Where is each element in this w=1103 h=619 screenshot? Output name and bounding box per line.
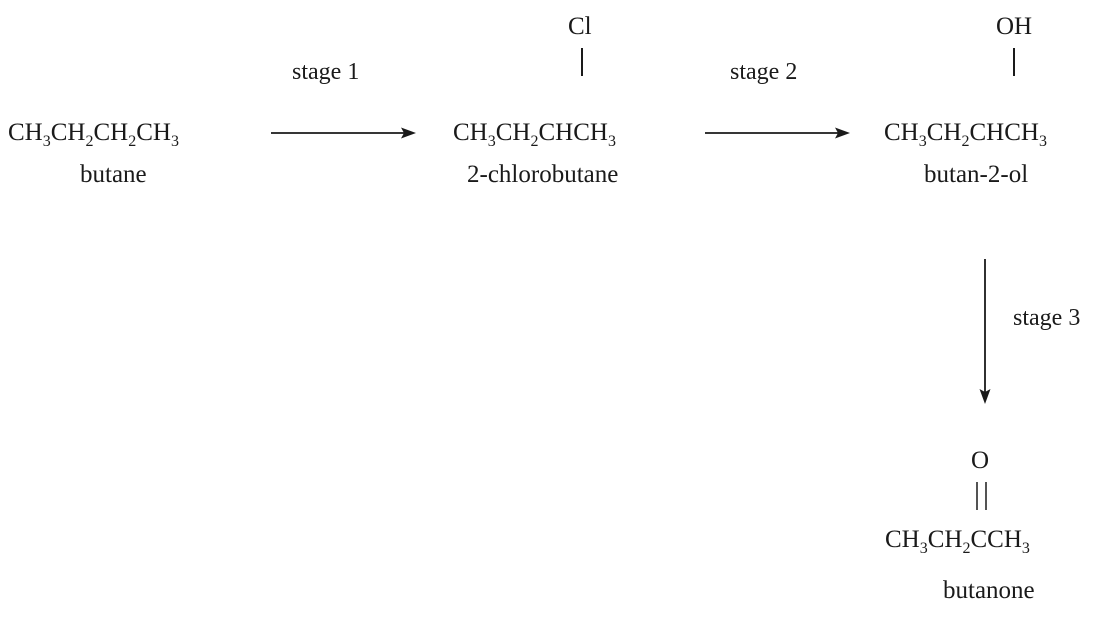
stage-1-label: stage 1 [292,59,360,85]
formula-text: CH [495,119,531,146]
butanone-name: butanone [943,577,1035,604]
stage-2-arrow [705,127,850,139]
formula-subscript: 3 [607,133,616,150]
butane-formula: CH3CH2CH2CH3 [8,118,179,150]
formula-subscript: 3 [170,133,179,150]
hydroxyl-substituent: OH [996,13,1033,40]
formula-text: CH [927,526,963,553]
carbonyl-double-bond [976,482,987,510]
chloro-bond [581,48,583,76]
butanol-name: butan-2-ol [924,161,1029,188]
butanol-formula: CH3CH2CHCH3 [884,118,1047,150]
carbonyl-oxygen: O [971,447,990,474]
formula-text: CH [453,119,488,146]
formula-subscript: 3 [487,133,496,150]
formula-text: CH [926,119,962,146]
chloro-substituent: Cl [568,13,592,40]
stage-3-arrow [979,259,991,404]
formula-text: CH [885,526,920,553]
formula-text: CH [136,119,171,146]
formula-subscript: 3 [918,133,927,150]
formula-subscript: 3 [1021,540,1030,557]
formula-subscript: 2 [530,133,539,150]
formula-subscript: 3 [42,133,51,150]
formula-text: CH [93,119,129,146]
formula-subscript: 2 [962,540,971,557]
formula-text: CH [884,119,919,146]
formula-subscript: 2 [85,133,94,150]
chlorobutane-formula: CH3CH2CHCH3 [453,118,616,150]
hydroxyl-bond [1013,48,1015,76]
formula-text: CH [50,119,86,146]
formula-subscript: 3 [1038,133,1047,150]
formula-text: CHCH [969,119,1039,146]
formula-subscript: 2 [961,133,970,150]
formula-text: CH [8,119,43,146]
formula-subscript: 2 [128,133,137,150]
formula-subscript: 3 [919,540,928,557]
formula-text: CHCH [538,119,608,146]
stage-1-arrow [271,127,416,139]
stage-3-label: stage 3 [1013,305,1081,331]
butanone-formula: CH3CH2CCH3 [885,525,1030,557]
chlorobutane-name: 2-chlorobutane [467,161,619,188]
butane-name: butane [80,161,147,188]
formula-text: CCH [970,526,1022,553]
stage-2-label: stage 2 [730,59,798,85]
